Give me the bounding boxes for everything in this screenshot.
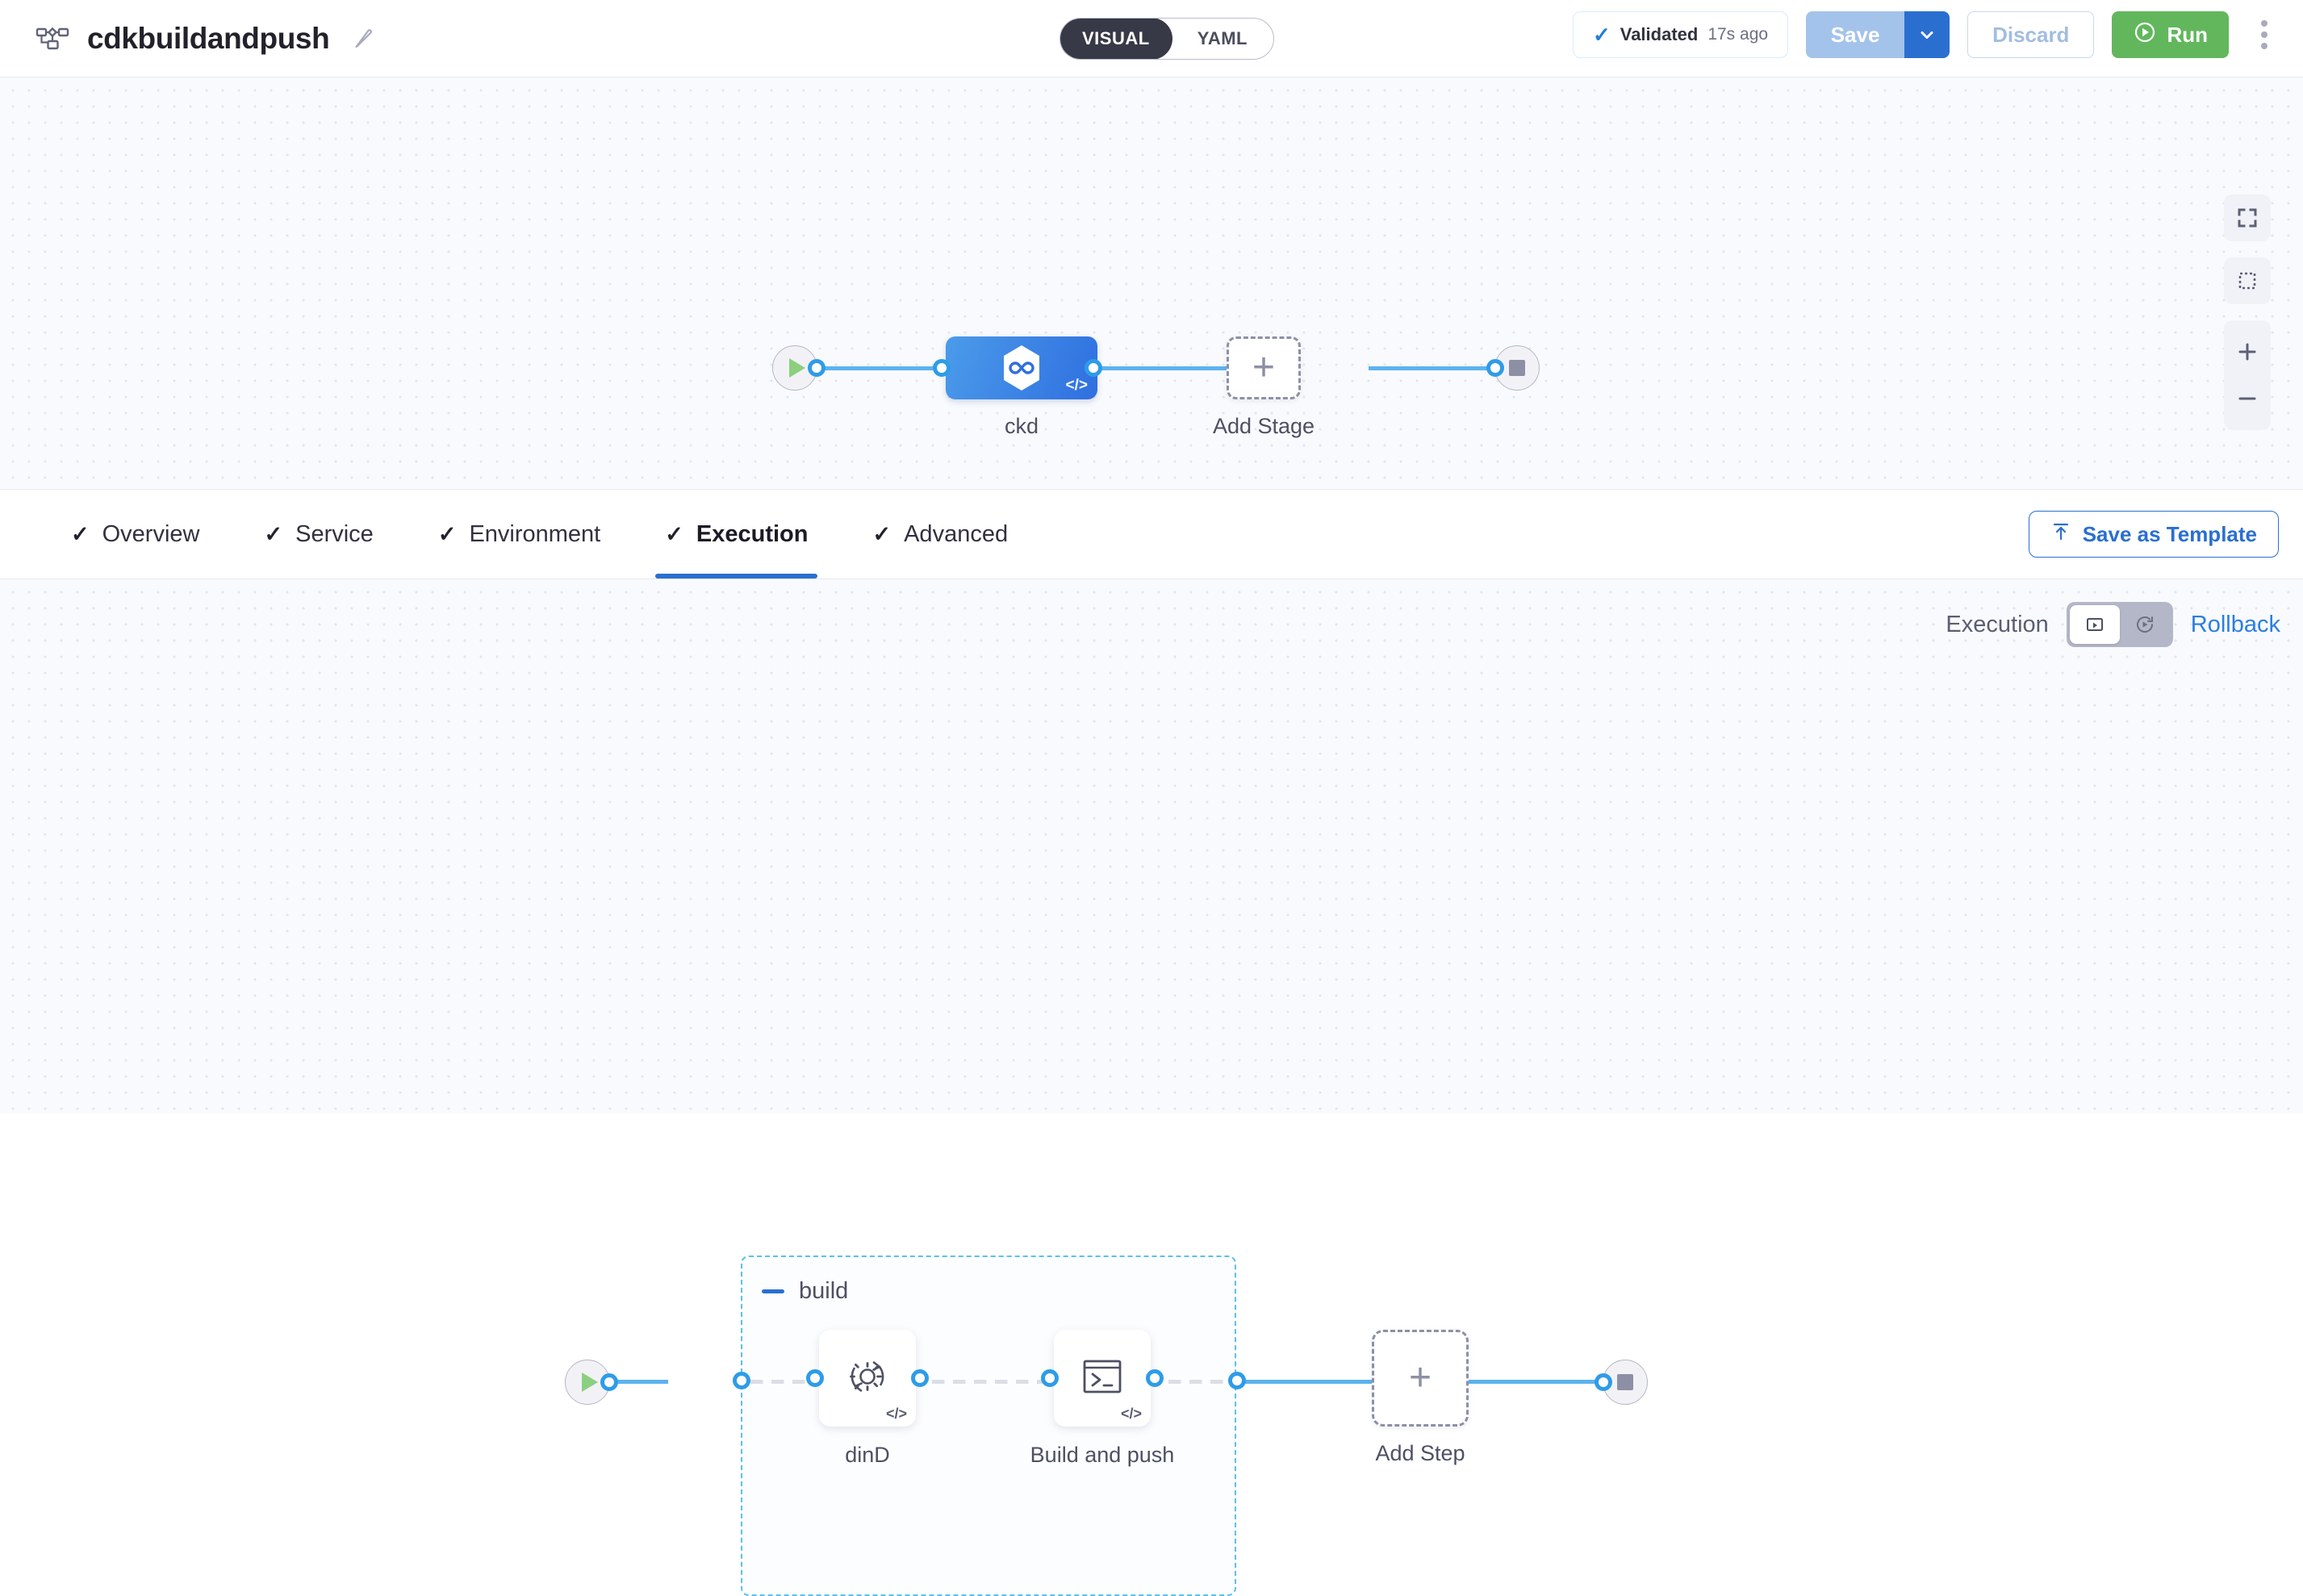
play-circle-icon — [2133, 20, 2157, 50]
check-icon: ✓ — [437, 521, 457, 546]
tab-overview[interactable]: ✓ Overview — [39, 490, 232, 579]
code-badge: </> — [885, 1406, 907, 1422]
connector-dot-out[interactable] — [1146, 1369, 1164, 1387]
gear-rotate-icon — [840, 1349, 895, 1408]
toggle-visual[interactable]: VISUAL — [1060, 19, 1172, 59]
group-out-connector-dot[interactable] — [1228, 1372, 1246, 1389]
terminal-icon — [1075, 1349, 1130, 1408]
group-in-connector-dot[interactable] — [733, 1372, 750, 1389]
add-step-label: Add Step — [1375, 1441, 1465, 1465]
plus-icon: + — [1408, 1356, 1432, 1399]
upload-template-icon — [2050, 521, 2071, 548]
tab-label: Overview — [102, 520, 200, 547]
selection-box-icon[interactable] — [2224, 257, 2271, 304]
connector-dot-in[interactable] — [933, 359, 951, 377]
step-group-label: build — [799, 1278, 849, 1304]
zoom-in-icon[interactable] — [2224, 328, 2271, 375]
tab-label: Execution — [696, 520, 809, 547]
step-label-build-and-push: Build and push — [1030, 1443, 1175, 1467]
execution-label[interactable]: Execution — [1946, 611, 2049, 637]
add-stage-label: Add Stage — [1212, 414, 1315, 438]
check-icon: ✓ — [1592, 23, 1611, 47]
step-node-dind[interactable]: </> dinD — [806, 1330, 929, 1467]
link-ckd-to-addstage — [1093, 366, 1227, 370]
pipeline-start-node[interactable] — [772, 345, 825, 391]
validated-label: Validated — [1620, 24, 1699, 44]
harness-cd-hexagon-icon — [999, 344, 1044, 392]
header-actions: ✓ Validated 17s ago Save Discard Run — [1572, 11, 2282, 58]
rollback-label[interactable]: Rollback — [2190, 611, 2280, 637]
check-icon: ✓ — [264, 521, 283, 546]
stage-canvas[interactable]: </> ckd + Add Stage — [0, 77, 2303, 489]
execution-canvas[interactable]: build </> dinD — [0, 579, 2303, 1596]
link-addstep-to-end — [1469, 1380, 1606, 1384]
check-icon: ✓ — [71, 521, 90, 546]
toggle-yaml[interactable]: YAML — [1197, 28, 1248, 48]
save-button-group[interactable]: Save — [1806, 11, 1950, 58]
link-addstage-to-end — [1369, 366, 1498, 370]
run-button[interactable]: Run — [2112, 11, 2229, 58]
add-step-button[interactable]: + Add Step — [1372, 1330, 1469, 1465]
tab-execution[interactable]: ✓ Execution — [633, 490, 840, 579]
page-title: cdkbuildandpush — [87, 21, 330, 55]
connector-dot[interactable] — [808, 359, 825, 377]
chevron-down-icon[interactable] — [1904, 11, 1950, 58]
status-badge: ✓ Validated 17s ago — [1572, 11, 1789, 58]
connector-dot[interactable] — [600, 1373, 618, 1391]
link-start-to-ckd — [795, 366, 948, 370]
save-button[interactable]: Save — [1806, 11, 1905, 58]
zoom-out-icon[interactable] — [2224, 375, 2271, 422]
connector-dot-in[interactable] — [806, 1369, 824, 1387]
step-group-build[interactable]: build — [741, 1255, 1236, 1596]
run-label: Run — [2167, 22, 2208, 47]
execution-rollback-toggle[interactable]: Execution Rollback — [1946, 602, 2280, 647]
tab-service[interactable]: ✓ Service — [232, 490, 405, 579]
pipeline-flow-icon — [36, 22, 69, 56]
step-node-build-and-push[interactable]: </> Build and push — [1030, 1330, 1174, 1467]
view-mode-toggle[interactable]: VISUAL YAML — [1060, 18, 1274, 60]
code-badge: </> — [1120, 1406, 1142, 1422]
tab-advanced[interactable]: ✓ Advanced — [840, 490, 1040, 579]
fit-to-screen-icon[interactable] — [2224, 194, 2271, 241]
link-group-to-addstep — [1243, 1380, 1372, 1384]
connector-dot-out[interactable] — [911, 1369, 929, 1387]
minus-icon[interactable] — [762, 1289, 784, 1293]
code-badge: </> — [1065, 377, 1088, 394]
header-left-group: cdkbuildandpush — [0, 22, 376, 56]
canvas-controls[interactable] — [2224, 194, 2271, 430]
tab-label: Environment — [469, 520, 601, 547]
plus-icon: + — [1252, 345, 1276, 389]
check-icon: ✓ — [872, 521, 892, 546]
kebab-menu-icon[interactable] — [2247, 11, 2282, 58]
save-as-template-button[interactable]: Save as Template — [2028, 511, 2279, 558]
add-stage-button[interactable]: + Add Stage — [1213, 336, 1315, 438]
validated-time: 17s ago — [1707, 25, 1769, 44]
pencil-icon[interactable] — [352, 27, 376, 51]
tab-label: Service — [295, 520, 374, 547]
step-label-dind: dinD — [845, 1443, 890, 1467]
discard-button[interactable]: Discard — [1967, 11, 2095, 58]
connector-dot[interactable] — [1595, 1373, 1612, 1391]
zoom-controls[interactable] — [2224, 320, 2271, 430]
connector-dot-in[interactable] — [1041, 1369, 1059, 1387]
tab-environment[interactable]: ✓ Environment — [406, 490, 633, 579]
save-as-template-label: Save as Template — [2082, 521, 2257, 546]
execution-start-node[interactable] — [565, 1360, 618, 1405]
check-icon: ✓ — [665, 521, 683, 546]
pipeline-end-node[interactable] — [1486, 345, 1540, 391]
stage-config-tabs: ✓ Overview ✓ Service ✓ Environment ✓ Exe… — [0, 489, 2303, 579]
step-group-header[interactable]: build — [762, 1278, 848, 1305]
execution-end-node[interactable] — [1595, 1360, 1648, 1405]
tab-label: Advanced — [904, 520, 1009, 547]
rollback-arrow-icon[interactable] — [2120, 605, 2170, 644]
execution-play-icon[interactable] — [2069, 605, 2120, 644]
stage-node-ckd[interactable]: </> ckd — [933, 336, 1102, 438]
connector-dot-out[interactable] — [1085, 359, 1102, 377]
app-header: cdkbuildandpush VISUAL YAML ✓ Validated … — [0, 0, 2303, 77]
connector-dot[interactable] — [1486, 359, 1504, 377]
stage-label-ckd: ckd — [1004, 414, 1039, 438]
